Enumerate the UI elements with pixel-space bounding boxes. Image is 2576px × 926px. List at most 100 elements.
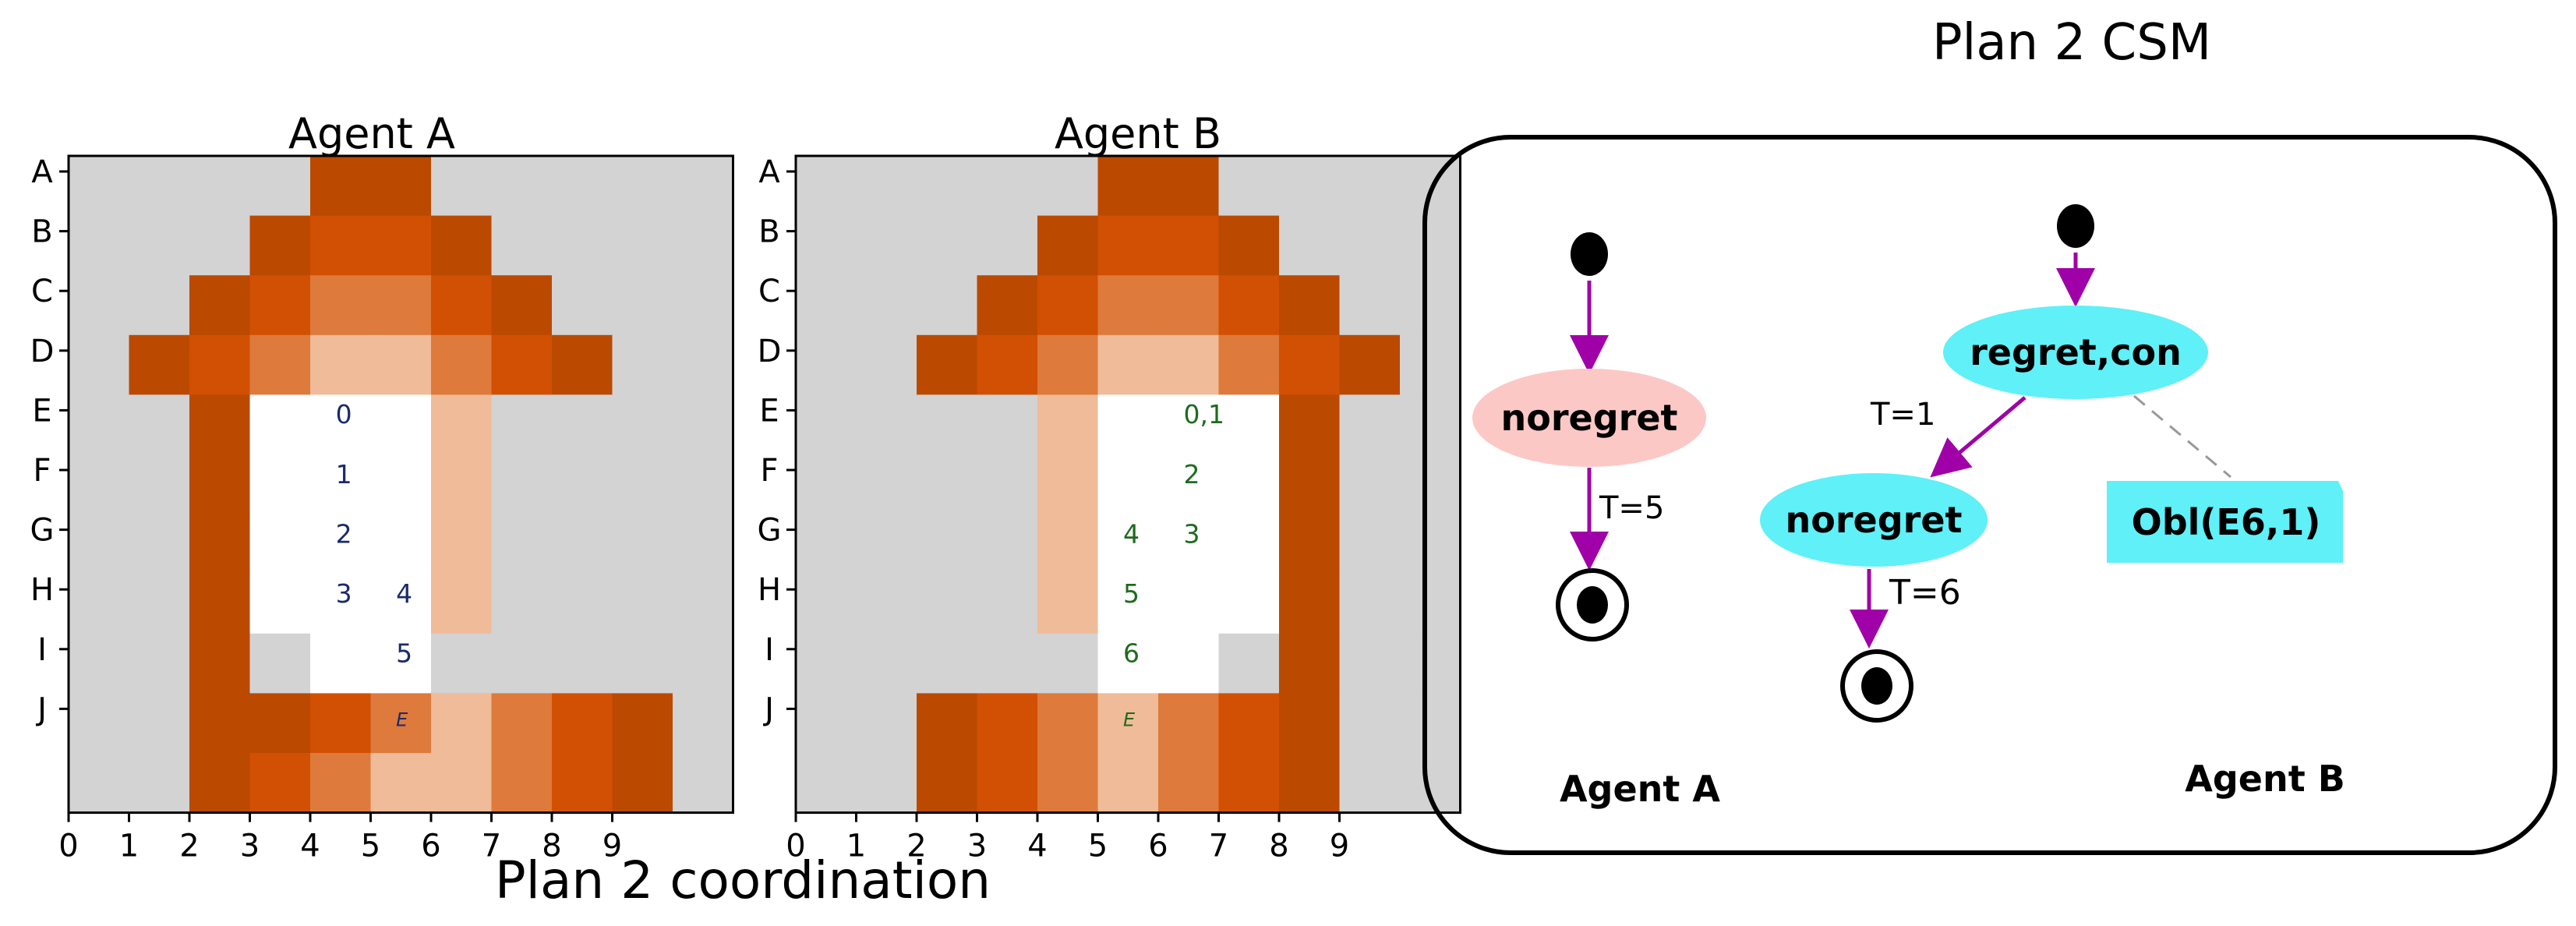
agent-b-grid-cell bbox=[856, 275, 917, 336]
agent-b-grid-cell bbox=[1158, 275, 1220, 336]
agent-a-grid-cell bbox=[552, 394, 613, 455]
agent-a-row-label: F bbox=[33, 453, 51, 489]
agent-a-grid-cell bbox=[552, 454, 613, 515]
agent-b-grid-cell bbox=[1218, 275, 1280, 336]
agent-a-row-label: H bbox=[30, 572, 54, 608]
agent-b-grid-cell bbox=[917, 275, 978, 336]
agent-b-grid-cell bbox=[796, 633, 857, 694]
agent-a-grid-cell bbox=[431, 334, 493, 395]
agent-b-grid-cell bbox=[1279, 633, 1341, 694]
agent-b-path-step-label: 6 bbox=[1123, 638, 1140, 669]
agent-b-path-step-label: 2 bbox=[1184, 459, 1200, 490]
agent-b-grid-cell bbox=[1400, 394, 1461, 455]
agent-b-row-label: H bbox=[758, 572, 781, 608]
agent-b-grid-cell bbox=[1158, 574, 1220, 634]
agent-a-row-label: B bbox=[31, 214, 52, 250]
agent-b-grid-cell bbox=[1218, 574, 1280, 634]
agent-a-col-label: 2 bbox=[179, 829, 199, 864]
agent-b-path-step-label: E bbox=[1123, 709, 1136, 731]
agent-b-grid-cell bbox=[1218, 215, 1280, 276]
agent-a-grid-cell bbox=[310, 574, 372, 634]
agent-a-grid-cell bbox=[431, 156, 493, 217]
agent-b-grid-cell bbox=[1339, 574, 1401, 634]
agent-b-grid-cell bbox=[856, 156, 917, 217]
agent-b-grid-cell bbox=[917, 574, 978, 634]
agent-b-grid-cell bbox=[1037, 753, 1099, 814]
csm-diagram: Plan 2 CSM noregret T=5 Agent A regret,c… bbox=[1422, 14, 2557, 855]
agent-a-grid-cell bbox=[491, 156, 553, 217]
agent-a-grid-cell bbox=[612, 334, 673, 395]
agent-b-grid-cell bbox=[917, 454, 978, 515]
agent-b-row-label: I bbox=[765, 632, 774, 668]
agent-a-grid-cell bbox=[69, 275, 130, 336]
agent-b-path-step-label: 3 bbox=[1184, 518, 1200, 549]
agent-b-grid-cells bbox=[796, 156, 1461, 814]
agent-b-grid-cell bbox=[1158, 156, 1220, 217]
agent-a-grid-cell bbox=[491, 275, 553, 336]
agent-a-grid-cell bbox=[673, 334, 734, 395]
agent-a-grid-cell bbox=[612, 574, 673, 634]
agent-a-grid-cell bbox=[612, 275, 673, 336]
agent-b-grid-cell bbox=[1097, 693, 1159, 754]
agent-b-grid-cell bbox=[1158, 454, 1220, 515]
agent-a-grid-cell bbox=[431, 454, 493, 515]
agent-a-grid-cell bbox=[129, 753, 190, 814]
agent-a-grid-cell bbox=[69, 633, 130, 694]
agent-b-grid-cell bbox=[1339, 394, 1401, 455]
agent-a-grid-cell bbox=[612, 753, 673, 814]
agent-b-grid-cell bbox=[1400, 693, 1461, 754]
agent-b-grid-cell bbox=[1339, 633, 1401, 694]
agent-b-grid-cell bbox=[1400, 574, 1461, 634]
agent-b-grid-cell bbox=[1279, 156, 1341, 217]
agent-a-grid-cell bbox=[189, 753, 251, 814]
agent-b-first-transition-arrow bbox=[1930, 396, 2027, 478]
agent-a-col-label: 0 bbox=[58, 829, 78, 864]
agent-a-grid-cell bbox=[552, 574, 613, 634]
agent-b-grid-cell bbox=[856, 454, 917, 515]
agent-a-grid-cell bbox=[129, 275, 190, 336]
agent-a-path-step-label: E bbox=[396, 709, 408, 731]
agent-a-grid-cell bbox=[69, 334, 130, 395]
agent-a-grid-cell bbox=[69, 215, 130, 276]
agent-b-grid-cell bbox=[1158, 514, 1220, 574]
agent-b-grid-cell bbox=[1037, 215, 1099, 276]
agent-b-grid-cell bbox=[856, 215, 917, 276]
agent-a-grid-cell bbox=[189, 574, 251, 634]
agent-a-grid-cell bbox=[673, 454, 734, 515]
agent-b-grid-cell bbox=[1400, 753, 1461, 814]
agent-b-grid-cell bbox=[1097, 215, 1159, 276]
agent-a-grid-cell bbox=[249, 454, 311, 515]
agent-a-grid-cell bbox=[189, 215, 251, 276]
agent-b-grid-cell bbox=[1279, 334, 1341, 395]
agent-a-row-label: E bbox=[32, 393, 51, 429]
agent-b-grid-cell bbox=[917, 753, 978, 814]
agent-b-final-state-ring bbox=[1840, 649, 1913, 723]
agent-b-grid-cell bbox=[1097, 514, 1159, 574]
agent-b-grid-cell bbox=[1218, 633, 1280, 694]
agent-b-row-label: D bbox=[758, 334, 782, 369]
agent-b-grid-cell bbox=[1339, 514, 1401, 574]
agent-b-grid-cell bbox=[917, 394, 978, 455]
agent-b-grid-cell bbox=[796, 156, 857, 217]
agent-a-grid-cell bbox=[129, 514, 190, 574]
agent-a-grid-cell bbox=[431, 753, 493, 814]
agent-a-row-label: D bbox=[30, 334, 55, 369]
agent-a-grid-cell bbox=[552, 156, 613, 217]
agent-a-path-step-label: 2 bbox=[336, 518, 352, 549]
agent-b-grid-title: Agent B bbox=[1055, 109, 1221, 158]
agent-b-col-label: 9 bbox=[1330, 829, 1349, 864]
agent-b-grid-cell bbox=[917, 514, 978, 574]
agent-b-col-label: 1 bbox=[846, 829, 866, 864]
agent-b-grid-cell bbox=[917, 334, 978, 395]
agent-a-grid-cell bbox=[310, 454, 372, 515]
agent-a-grid-cell bbox=[249, 215, 311, 276]
agent-a-grid-cell bbox=[69, 753, 130, 814]
agent-a-grid-cell bbox=[370, 514, 432, 574]
agent-b-grid-cell bbox=[856, 633, 917, 694]
agent-a-grid-cell bbox=[69, 693, 130, 754]
agent-b-grid-cell bbox=[1279, 514, 1341, 574]
agent-b-grid-cell bbox=[796, 275, 857, 336]
agent-a-grid-cell bbox=[129, 574, 190, 634]
